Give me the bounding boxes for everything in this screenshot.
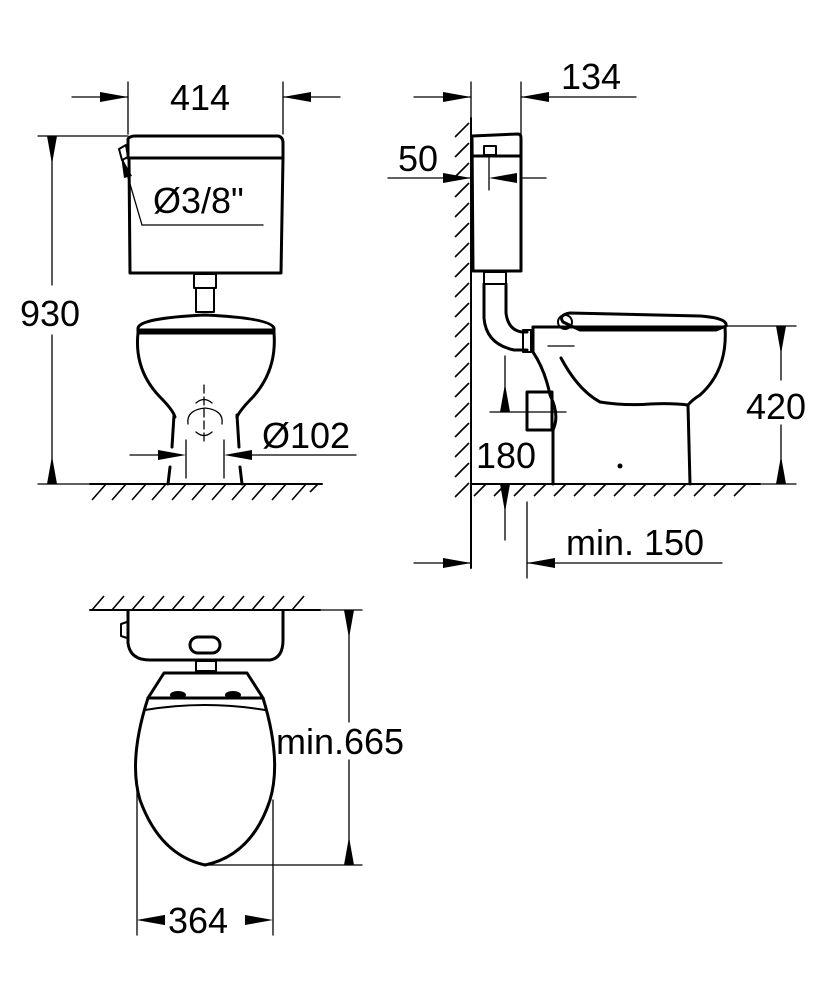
label-420: 420 bbox=[746, 386, 806, 427]
label-134: 134 bbox=[561, 56, 621, 97]
side-view: 134 50 420 180 bbox=[387, 56, 806, 579]
top-view: min.665 364 bbox=[89, 595, 404, 941]
label-min-150: min. 150 bbox=[566, 522, 704, 563]
bowl-side bbox=[525, 311, 728, 486]
cistern-side bbox=[470, 132, 523, 273]
bowl-front bbox=[135, 313, 276, 486]
dimension-bowl-width: 364 bbox=[136, 779, 274, 941]
dimension-cistern-width: 414 bbox=[71, 77, 341, 135]
dimension-water-inlet: Ø3/8" bbox=[121, 156, 264, 226]
dimension-total-height: 930 bbox=[20, 135, 129, 485]
dimension-outlet-from-wall: min. 150 bbox=[413, 501, 723, 579]
dimension-outlet-height: 180 bbox=[476, 355, 567, 541]
front-view: 414 930 Ø3/8" Ø102 bbox=[20, 77, 357, 501]
dimension-cistern-depth: 134 bbox=[413, 56, 637, 135]
label-930: 930 bbox=[20, 293, 80, 334]
label-min-665: min.665 bbox=[276, 721, 404, 762]
dimension-outlet-diameter: Ø102 bbox=[129, 415, 357, 460]
flush-pipe-side bbox=[482, 271, 532, 353]
label-414: 414 bbox=[170, 77, 230, 118]
floor-line-front bbox=[89, 483, 323, 501]
dimension-inlet-from-wall: 50 bbox=[387, 138, 547, 191]
label-outlet-diameter: Ø102 bbox=[262, 415, 350, 456]
flush-pipe-front bbox=[193, 273, 217, 313]
dimension-projection-from-wall: min.665 bbox=[204, 609, 404, 866]
label-180: 180 bbox=[476, 435, 536, 476]
wall-line-top bbox=[89, 595, 321, 611]
floor-line-side bbox=[470, 483, 761, 497]
dimension-seat-height: 420 bbox=[726, 325, 806, 485]
label-inlet-diameter: Ø3/8" bbox=[153, 180, 244, 221]
label-50: 50 bbox=[398, 138, 438, 179]
wall-line-side bbox=[454, 117, 472, 569]
cistern-top bbox=[120, 609, 285, 672]
bowl-top bbox=[134, 671, 277, 867]
label-364: 364 bbox=[168, 900, 228, 941]
